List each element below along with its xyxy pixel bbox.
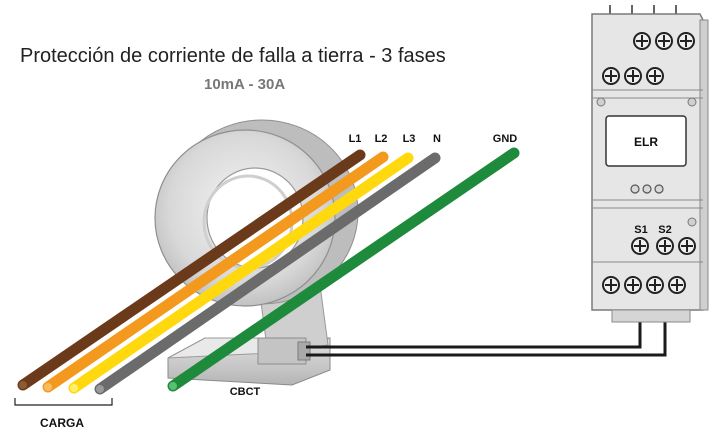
wire-l1-end	[19, 381, 27, 389]
label-gnd: GND	[493, 133, 518, 145]
relay-leds	[630, 184, 664, 194]
wire-l1	[17, 149, 366, 391]
elr-relay: ELR S1 S2	[591, 5, 709, 323]
cbct-sensor	[154, 119, 359, 386]
terminal-s2-label: S2	[658, 224, 671, 236]
wire-n	[94, 152, 441, 395]
label-l1: L1	[349, 133, 362, 145]
wire-l3	[68, 152, 414, 394]
label-l3: L3	[403, 133, 416, 145]
relay-terminals-top-2	[602, 67, 664, 85]
page-title: Protección de corriente de falla a tierr…	[20, 45, 446, 67]
cbct-label: CBCT	[230, 386, 261, 398]
wire-gnd	[167, 147, 520, 392]
cbct-terminal-cap	[297, 341, 311, 361]
wire-l2-end	[44, 383, 52, 391]
relay-top-pins	[609, 5, 677, 14]
relay-terminals-s1-s2	[631, 237, 696, 255]
load-label: CARGA	[40, 416, 84, 430]
relay-foot	[611, 309, 691, 323]
load-bracket	[14, 398, 113, 406]
relay-terminals-top-1	[633, 32, 695, 50]
conductors	[17, 147, 520, 395]
terminal-s1-label: S1	[634, 224, 647, 236]
wire-n-end	[96, 385, 104, 393]
wire-l3-end	[70, 384, 78, 392]
relay-side	[699, 19, 709, 311]
label-l2: L2	[375, 133, 388, 145]
relay-display-label: ELR	[634, 135, 658, 149]
wire-l2	[42, 151, 389, 393]
wire-gnd-end	[169, 382, 177, 390]
label-n: N	[433, 133, 441, 145]
page-subtitle: 10mA - 30A	[204, 76, 286, 93]
relay-display	[605, 115, 687, 167]
relay-terminals-bottom	[602, 276, 686, 294]
